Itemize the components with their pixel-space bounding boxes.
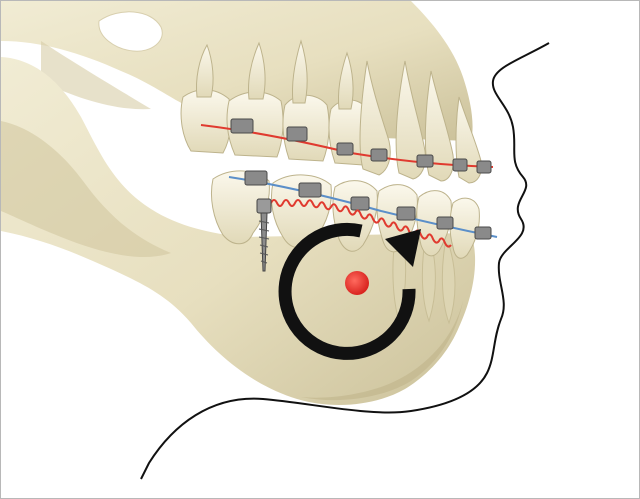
bracket	[337, 143, 353, 155]
bracket	[417, 155, 433, 167]
center-of-rotation-dot-icon	[345, 271, 369, 295]
bracket	[245, 171, 267, 185]
bracket	[371, 149, 387, 161]
bracket	[351, 197, 369, 210]
bracket	[475, 227, 491, 239]
upper-molar-1	[181, 90, 231, 153]
bracket	[453, 159, 467, 171]
bracket	[397, 207, 415, 220]
bracket	[437, 217, 453, 229]
bracket	[477, 161, 491, 173]
bracket	[231, 119, 253, 133]
bracket	[287, 127, 307, 141]
bracket	[299, 183, 321, 197]
